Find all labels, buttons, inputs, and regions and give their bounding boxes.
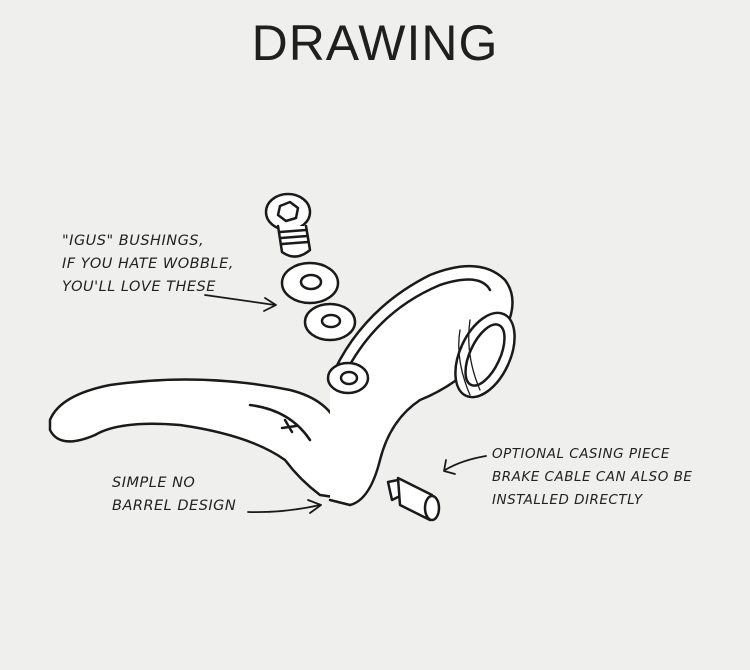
casing-piece-illustration — [386, 476, 441, 522]
page-title: DRAWING — [251, 15, 499, 71]
annotation-line: YOU'LL LOVE THESE — [62, 279, 216, 295]
casing-annotation: OPTIONAL CASING PIECE BRAKE CABLE CAN AL… — [492, 443, 692, 512]
annotation-line: BRAKE CABLE CAN ALSO BE — [492, 469, 693, 485]
barrel-annotation: SIMPLE NO BARREL DESIGN — [112, 472, 236, 518]
annotation-arrows — [204, 294, 487, 514]
washer-illustration — [280, 261, 357, 342]
annotation-line: INSTALLED DIRECTLY — [492, 492, 643, 508]
lever-illustration — [48, 264, 516, 507]
annotation-line: "IGUS" BUSHINGS, — [62, 233, 205, 249]
annotation-line: OPTIONAL CASING PIECE — [492, 446, 670, 462]
bolt-illustration — [264, 192, 312, 258]
annotation-line: BARREL DESIGN — [112, 498, 237, 514]
annotation-line: SIMPLE NO — [112, 475, 196, 491]
bushings-annotation: "IGUS" BUSHINGS, IF YOU HATE WOBBLE, YOU… — [62, 230, 234, 299]
annotation-line: IF YOU HATE WOBBLE, — [62, 256, 234, 272]
